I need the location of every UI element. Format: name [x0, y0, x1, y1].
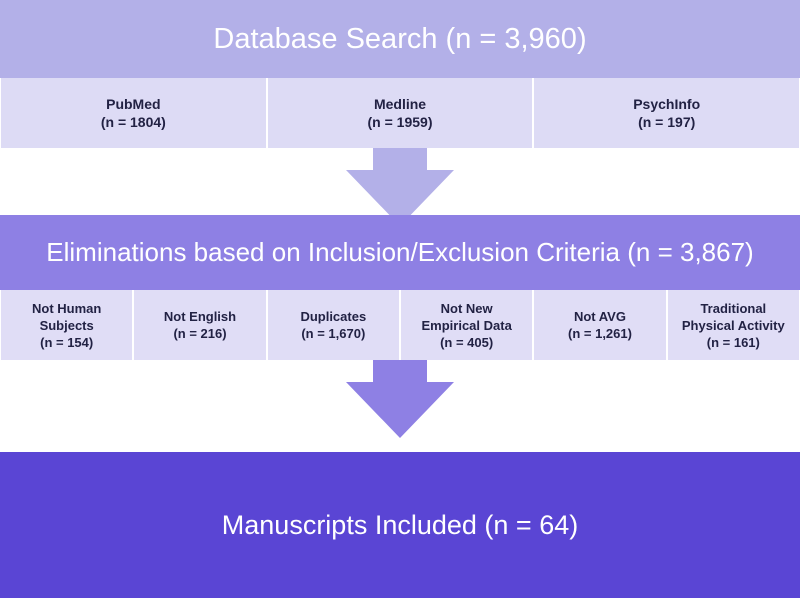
stage-manuscripts-included-title: Manuscripts Included (n = 64) — [221, 509, 579, 540]
down-arrow-shape — [346, 360, 454, 438]
criterion-not-english: Not English (n = 216) — [133, 290, 267, 360]
criterion-count: (n = 154) — [40, 334, 94, 350]
stage-eliminations-title: Eliminations based on Inclusion/Exclusio… — [46, 237, 754, 267]
source-psychinfo: PsychInfo (n = 197) — [533, 78, 800, 148]
criterion-label: Duplicates — [300, 309, 367, 324]
stage-database-search: Database Search (n = 3,960) — [0, 0, 800, 78]
criterion-not-human-subjects: Not Human Subjects (n = 154) — [0, 290, 134, 360]
criterion-label: Not AVG — [573, 309, 626, 324]
source-name: Medline — [373, 96, 427, 112]
criterion-traditional-physical-activity: Traditional Physical Activity (n = 161) — [666, 290, 800, 360]
source-count: (n = 197) — [638, 114, 696, 130]
criterion-label-line2: Empirical Data — [421, 317, 512, 333]
criterion-label: Not Human — [31, 300, 102, 316]
down-arrow-icon — [346, 148, 454, 226]
source-count: (n = 1804) — [100, 114, 166, 130]
criterion-label: Not New — [440, 300, 493, 316]
criterion-label: Traditional — [700, 300, 767, 316]
down-arrow-icon — [346, 360, 454, 438]
source-pubmed: PubMed (n = 1804) — [0, 78, 267, 148]
database-sources-row: PubMed (n = 1804) Medline (n = 1959) Psy… — [0, 78, 800, 148]
criterion-count: (n = 1,670) — [301, 326, 366, 341]
criterion-label: Not English — [163, 309, 237, 324]
elimination-criteria-row: Not Human Subjects (n = 154) Not English… — [0, 290, 800, 360]
criterion-not-new-empirical-data: Not New Empirical Data (n = 405) — [399, 290, 534, 360]
criterion-label-line2: Physical Activity — [681, 317, 785, 333]
stage-manuscripts-included: Manuscripts Included (n = 64) — [0, 452, 800, 598]
source-name: PubMed — [106, 96, 161, 112]
criterion-count: (n = 1,261) — [568, 326, 632, 341]
stage-database-search-title: Database Search (n = 3,960) — [213, 22, 587, 55]
down-arrow-shape — [346, 148, 454, 226]
stage-eliminations: Eliminations based on Inclusion/Exclusio… — [0, 215, 800, 290]
source-name: PsychInfo — [633, 96, 701, 112]
criterion-label-line2: Subjects — [39, 317, 94, 333]
source-medline: Medline (n = 1959) — [266, 78, 534, 148]
criterion-count: (n = 216) — [173, 326, 227, 341]
source-count: (n = 1959) — [367, 114, 433, 130]
criterion-count: (n = 161) — [706, 334, 760, 350]
criterion-duplicates: Duplicates (n = 1,670) — [266, 290, 400, 360]
criterion-count: (n = 405) — [440, 334, 494, 350]
criterion-not-avg: Not AVG (n = 1,261) — [533, 290, 667, 360]
